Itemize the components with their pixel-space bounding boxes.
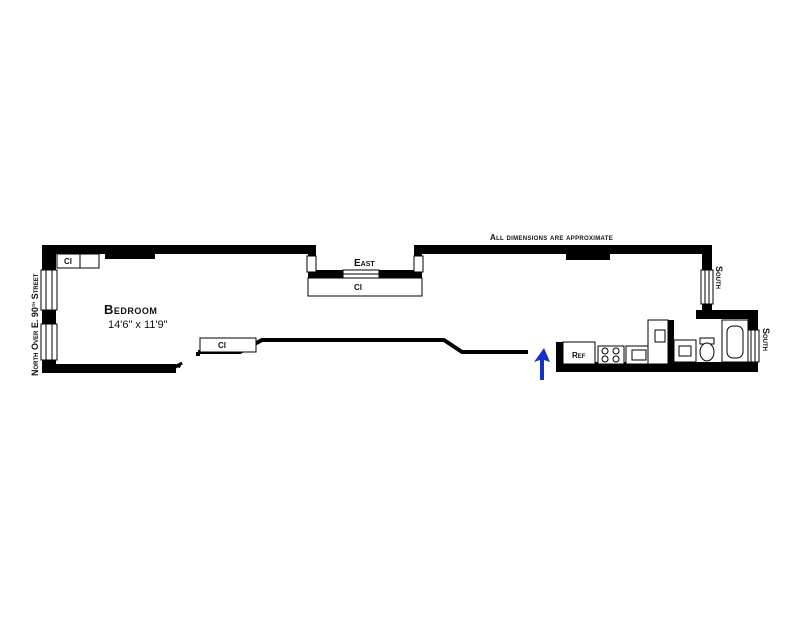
- south-label-lower: South: [761, 328, 771, 351]
- street-label-prefix: North Over E. 90: [30, 307, 40, 376]
- toilet-icon: [699, 342, 715, 362]
- room-dimensions: 14'6" x 11'9": [108, 319, 168, 331]
- burner: [601, 355, 609, 363]
- closet-label: Cl: [64, 257, 72, 266]
- burner: [612, 347, 620, 355]
- north-wall-left: [42, 245, 316, 254]
- closet-label: Cl: [218, 341, 226, 350]
- kitchen-wall: [556, 342, 564, 370]
- refrigerator: [562, 341, 596, 365]
- street-label-superscript: th: [31, 302, 37, 307]
- window-east-bay-right: [413, 255, 424, 273]
- closet-hall: [199, 337, 257, 353]
- window-south-upper: [700, 269, 714, 305]
- window-south-lower: [746, 329, 760, 363]
- burner: [612, 355, 620, 363]
- bath-top-wall: [696, 310, 756, 319]
- bath-partition: [668, 320, 674, 370]
- wall-block: [105, 253, 155, 259]
- window-west-1: [40, 269, 58, 311]
- south-wall-left: [42, 364, 176, 373]
- south-wall-right: [556, 362, 758, 372]
- disclaimer: All dimensions are approximate: [490, 233, 613, 242]
- stove-icon: [597, 345, 625, 365]
- south-label-upper: South: [714, 266, 724, 289]
- closet-bedroom-window: [56, 253, 100, 269]
- sink-icon: [678, 345, 692, 357]
- room-name: Bedroom: [104, 302, 157, 317]
- east-label: East: [354, 258, 375, 269]
- bathroom: [673, 319, 749, 363]
- entrance-arrow-icon: [534, 348, 550, 380]
- bathtub-basin: [726, 325, 744, 359]
- window-west-2: [40, 323, 58, 361]
- north-wall-right: [414, 245, 710, 254]
- cabinet: [654, 329, 666, 343]
- street-label-suffix: Street: [30, 273, 40, 302]
- window-east-bay-left: [306, 255, 317, 273]
- closet-label: Cl: [354, 283, 362, 292]
- kitchen: [562, 319, 669, 365]
- street-label: North Over E. 90th Street: [30, 273, 40, 376]
- refrigerator-label: Ref: [572, 351, 586, 360]
- door-leaf: [173, 361, 183, 370]
- sink-icon: [631, 349, 647, 361]
- wall-block: [566, 253, 610, 260]
- windows: [40, 255, 760, 363]
- closet-east: [307, 277, 423, 297]
- closets: [56, 253, 423, 353]
- burner: [601, 347, 609, 355]
